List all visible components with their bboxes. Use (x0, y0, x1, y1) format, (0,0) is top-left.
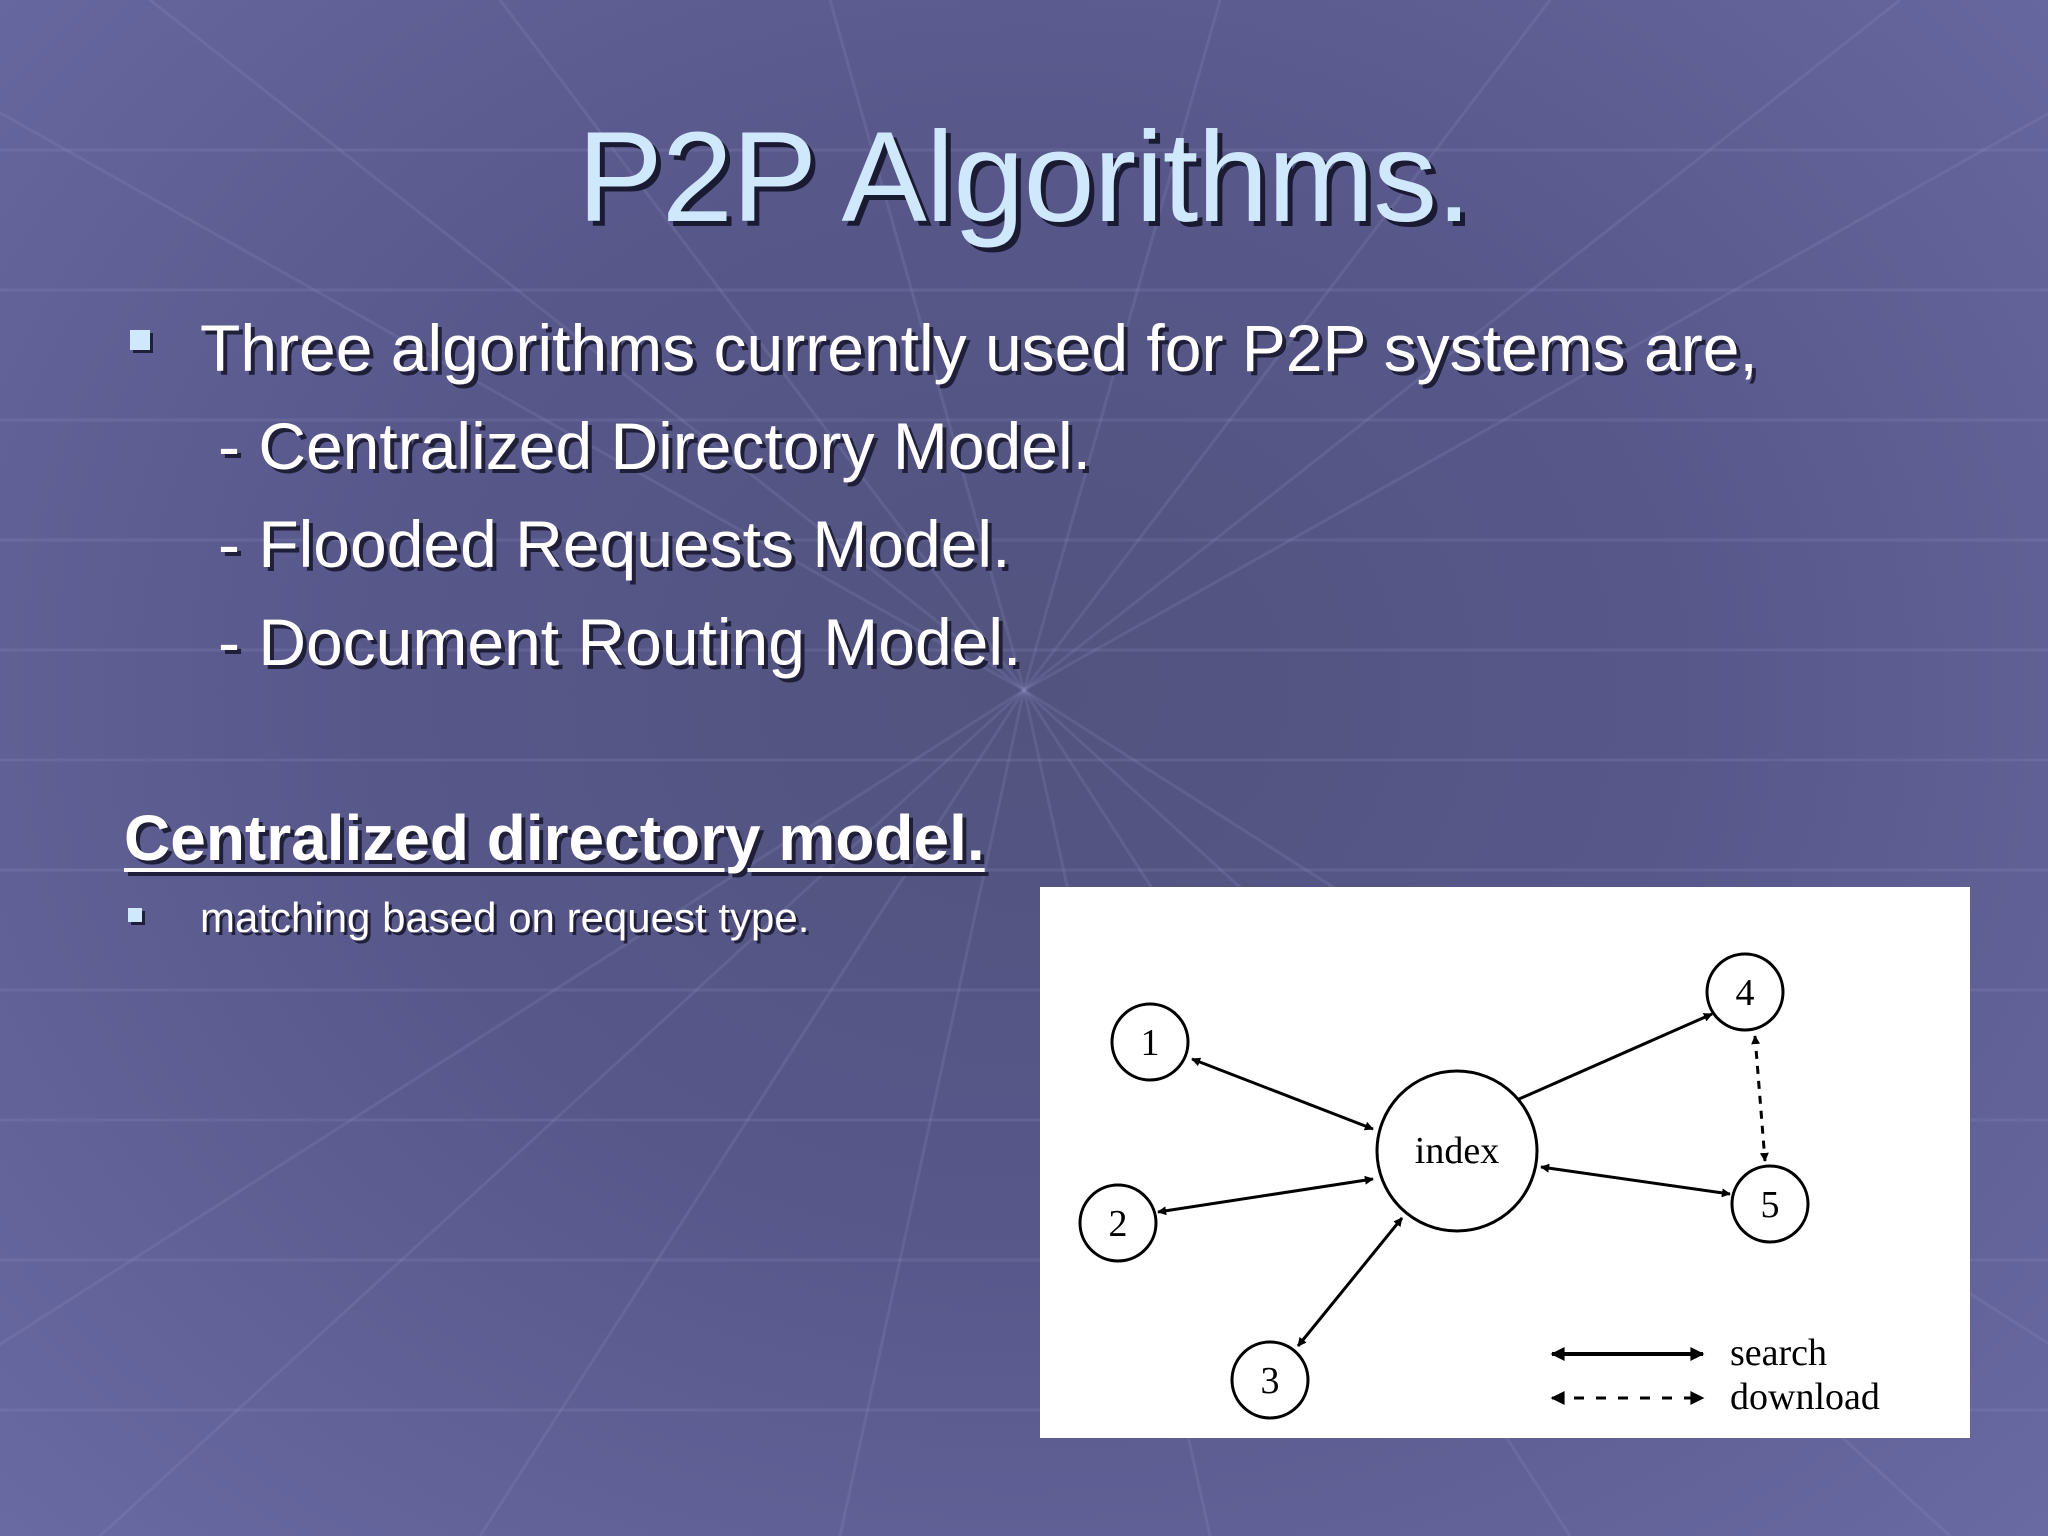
node-3-label: 3 (1261, 1360, 1280, 1402)
node-4-label: 4 (1736, 972, 1755, 1014)
section-heading: Centralized directory model. (124, 802, 985, 874)
legend-download-label: download (1730, 1376, 1880, 1418)
main-bullet-text: Three algorithms currently used for P2P … (200, 311, 1758, 385)
edge-1-index (1191, 1057, 1374, 1131)
edge-3-index (1296, 1217, 1404, 1347)
centralized-directory-diagram: 1 2 3 4 5 index search download (1040, 887, 1970, 1438)
node-5-label: 5 (1761, 1184, 1780, 1226)
sub-item-centralized: - Centralized Directory Model. (218, 409, 1091, 483)
edge-4-index (1509, 1012, 1713, 1105)
node-1-label: 1 (1141, 1022, 1160, 1064)
node-3 (1230, 1340, 1310, 1420)
diagram-svg: 1 2 3 4 5 index search download (1078, 952, 1880, 1420)
section-bullet-text: matching based on request type. (200, 894, 810, 941)
sub-item-flooded: - Flooded Requests Model. (218, 507, 1011, 581)
legend-search-label: search (1730, 1332, 1827, 1374)
edge-2-index (1157, 1175, 1374, 1216)
edge-4-5-download (1751, 1035, 1769, 1162)
node-2-label: 2 (1109, 1203, 1128, 1245)
index-label: index (1415, 1130, 1499, 1172)
bullet-square-icon (130, 330, 150, 350)
node-4 (1705, 952, 1785, 1032)
edge-5-index (1540, 1163, 1731, 1198)
node-5 (1730, 1164, 1810, 1244)
node-1 (1110, 1002, 1190, 1082)
index-node (1375, 1069, 1539, 1233)
diagram-legend: search download (1550, 1332, 1880, 1418)
slide-title: P2P Algorithms. (577, 106, 1471, 249)
small-bullet-square-icon (128, 908, 142, 922)
node-2 (1078, 1183, 1158, 1263)
sub-item-document-routing: - Document Routing Model. (218, 605, 1022, 679)
